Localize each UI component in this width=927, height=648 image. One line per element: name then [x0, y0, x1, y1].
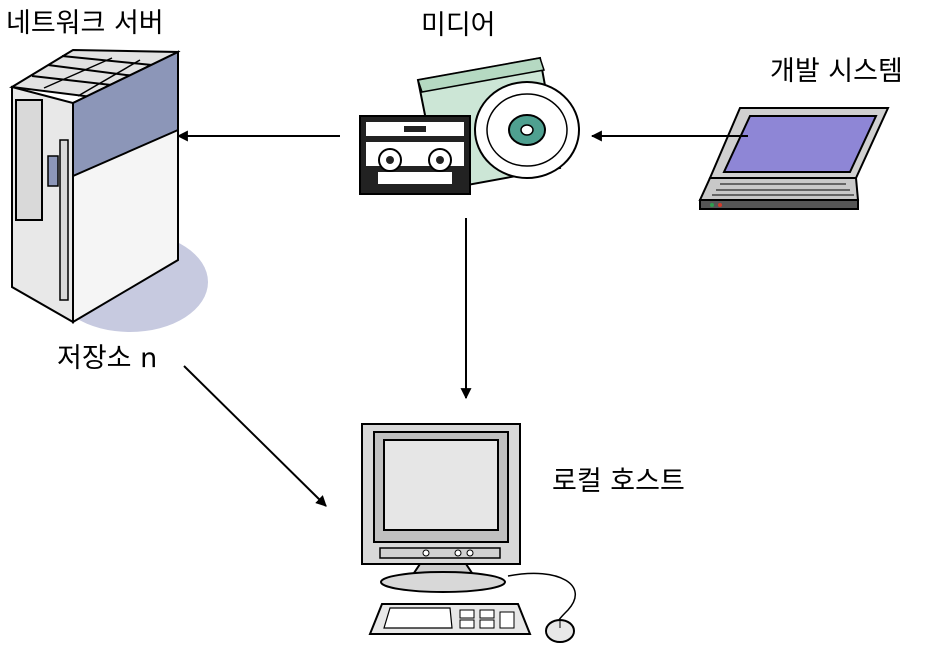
network-server-label: 네트워크 서버	[6, 8, 164, 39]
arrow-repository-to-localhost	[183, 365, 327, 507]
dev-system-label: 개발 시스템	[770, 56, 903, 87]
desktop-computer-icon	[361, 423, 576, 643]
tape-and-cd-icon	[359, 56, 580, 195]
repository-label: 저장소 n	[57, 343, 157, 374]
media-label: 미디어	[421, 10, 496, 41]
laptop-icon	[698, 107, 890, 210]
server-tower-icon	[9, 48, 208, 332]
local-host-label: 로컬 호스트	[552, 466, 685, 497]
